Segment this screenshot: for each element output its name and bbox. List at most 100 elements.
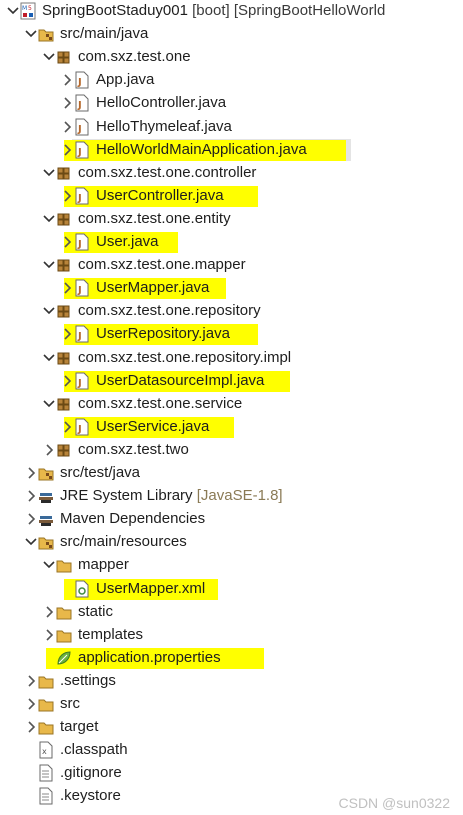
svg-text:J: J — [77, 285, 82, 296]
tree-item[interactable]: com.sxz.test.one.controller — [0, 162, 463, 185]
chevron-down-icon[interactable] — [22, 25, 40, 43]
tree-item-label: .classpath — [60, 740, 128, 760]
tree-item-label: com.sxz.test.one — [78, 47, 191, 67]
chevron-right-icon[interactable] — [22, 672, 40, 690]
tree-item[interactable]: com.sxz.test.one.entity — [0, 208, 463, 231]
tree-item[interactable]: com.sxz.test.one.mapper — [0, 254, 463, 277]
tree-item[interactable]: static — [0, 601, 463, 624]
tree-item[interactable]: src/test/java — [0, 462, 463, 485]
chevron-down-icon[interactable] — [40, 556, 58, 574]
java-file-icon: J — [74, 118, 90, 136]
tree-item-label: SpringBootStaduy001 [boot] [SpringBootHe… — [42, 1, 385, 21]
tree-item-name: .classpath — [60, 741, 128, 759]
tree-item[interactable]: J HelloController.java — [0, 92, 463, 115]
chevron-right-icon[interactable] — [58, 118, 76, 136]
tree-item[interactable]: .settings — [0, 670, 463, 693]
tree-item[interactable]: x.classpath — [0, 739, 463, 762]
chevron-down-icon[interactable] — [4, 2, 22, 20]
tree-item[interactable]: com.sxz.test.one — [0, 46, 463, 69]
tree-item-label: HelloController.java — [96, 93, 226, 113]
package-icon — [56, 302, 72, 320]
tree-item[interactable]: target — [0, 716, 463, 739]
chevron-down-icon[interactable] — [40, 395, 58, 413]
chevron-down-icon[interactable] — [40, 164, 58, 182]
chevron-down-icon[interactable] — [40, 210, 58, 228]
chevron-right-icon[interactable] — [58, 279, 76, 297]
svg-text:J: J — [77, 124, 82, 135]
java-file-icon: J — [74, 279, 90, 297]
svg-text:J: J — [77, 147, 82, 158]
package-icon — [56, 395, 72, 413]
tree-item[interactable]: com.sxz.test.one.repository — [0, 300, 463, 323]
tree-item-name: mapper — [78, 556, 129, 574]
chevron-right-icon[interactable] — [58, 372, 76, 390]
tree-item[interactable]: src/main/resources — [0, 531, 463, 554]
tree-item-name: src/test/java — [60, 464, 141, 481]
tree-item-name: templates — [78, 625, 144, 643]
tree-item[interactable]: UserMapper.xml — [0, 578, 463, 601]
tree-item[interactable]: .gitignore — [0, 762, 463, 785]
java-file-icon: J — [74, 94, 90, 112]
chevron-right-icon[interactable] — [58, 71, 76, 89]
chevron-right-icon[interactable] — [22, 510, 40, 528]
java-file-icon: J — [74, 71, 90, 89]
chevron-right-icon[interactable] — [58, 94, 76, 112]
tree-item-name: HelloWorldMainApplication.java — [96, 140, 307, 158]
chevron-down-icon[interactable] — [40, 349, 58, 367]
chevron-right-icon[interactable] — [22, 718, 40, 736]
tree-item[interactable]: templates — [0, 624, 463, 647]
tree-item[interactable]: J App.java — [0, 69, 463, 92]
tree-item[interactable]: J HelloWorldMainApplication.java — [0, 138, 463, 162]
chevron-right-icon[interactable] — [22, 695, 40, 713]
chevron-right-icon[interactable] — [58, 233, 76, 251]
tree-item[interactable]: src/main/java — [0, 23, 463, 46]
watermark: CSDN @sun0322 — [338, 795, 451, 811]
chevron-down-icon[interactable] — [40, 256, 58, 274]
tree-item[interactable]: JRE System Library [JavaSE-1.8] — [0, 485, 463, 508]
tree-item-decoration: [boot] [SpringBootHelloWorld — [187, 2, 386, 19]
tree-item-label: src/test/java — [60, 463, 140, 483]
tree-item[interactable]: com.sxz.test.one.service — [0, 393, 463, 416]
chevron-right-icon[interactable] — [40, 603, 58, 621]
tree-item[interactable]: .keystore — [0, 785, 463, 808]
chevron-right-icon[interactable] — [58, 141, 76, 159]
chevron-right-icon[interactable] — [40, 441, 58, 459]
tree-item[interactable]: application.properties — [0, 647, 463, 670]
chevron-right-icon[interactable] — [22, 487, 40, 505]
tree-item[interactable]: com.sxz.test.two — [0, 439, 463, 462]
tree-item[interactable]: J HelloThymeleaf.java — [0, 116, 463, 139]
tree-item-name: Maven Dependencies — [60, 510, 206, 528]
tree-item-label: UserMapper.xml — [96, 579, 205, 599]
tree-item-label: JRE System Library [JavaSE-1.8] — [60, 486, 283, 506]
chevron-right-icon[interactable] — [22, 464, 40, 482]
tree-item-name: com.sxz.test.one.service — [78, 394, 243, 412]
chevron-right-icon[interactable] — [40, 626, 58, 644]
chevron-right-icon[interactable] — [58, 325, 76, 343]
chevron-right-icon[interactable] — [58, 187, 76, 205]
java-file-icon: J — [74, 233, 90, 251]
chevron-down-icon[interactable] — [40, 48, 58, 66]
tree-item[interactable]: Maven Dependencies — [0, 508, 463, 531]
source-folder-icon — [38, 533, 54, 551]
tree-item-label: App.java — [96, 70, 154, 90]
chevron-down-icon[interactable] — [40, 302, 58, 320]
tree-item[interactable]: mapper — [0, 554, 463, 577]
tree-item-label: .gitignore — [60, 763, 122, 783]
tree-item-name: App.java — [96, 71, 155, 89]
tree-item[interactable]: src — [0, 693, 463, 716]
tree-item-label: HelloThymeleaf.java — [96, 117, 232, 137]
svg-text:J: J — [77, 193, 82, 204]
chevron-down-icon[interactable] — [22, 533, 40, 551]
tree-item-name: application.properties — [78, 648, 221, 666]
chevron-right-icon[interactable] — [58, 418, 76, 436]
folder-icon — [38, 695, 54, 713]
tree-item[interactable]: com.sxz.test.one.repository.impl — [0, 347, 463, 370]
